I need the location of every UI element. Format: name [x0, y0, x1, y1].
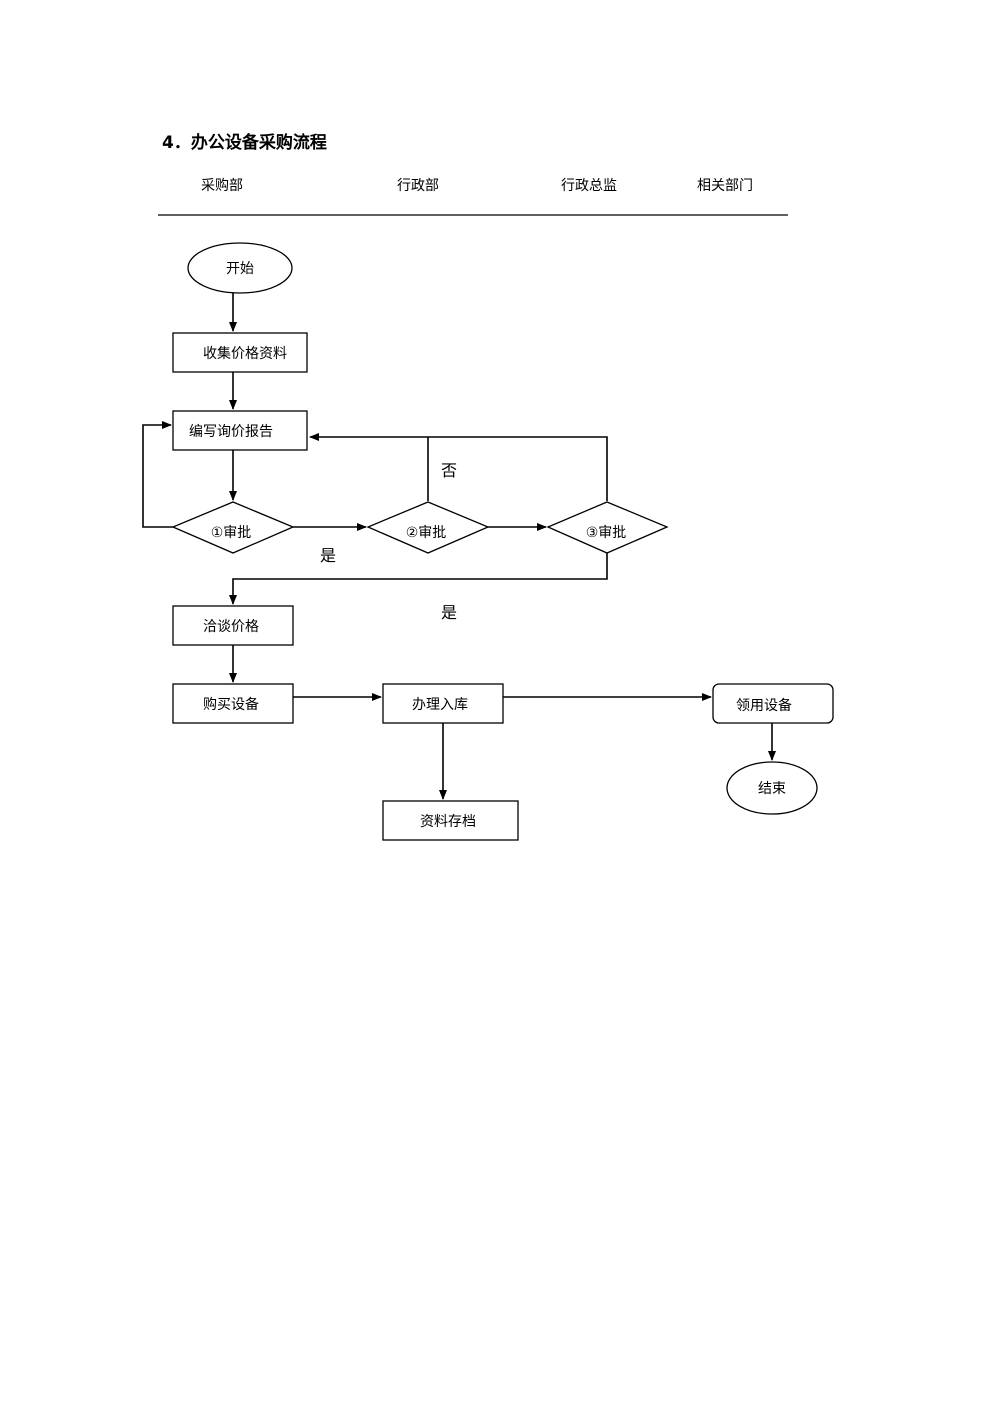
- receive-label: 领用设备: [736, 697, 792, 714]
- collect-price-node: 收集价格资料: [172, 332, 308, 373]
- approve1-label: ①审批: [211, 525, 252, 541]
- approve3-node: ③审批: [546, 501, 669, 554]
- column-header-admin-director: 行政总监: [561, 178, 617, 194]
- arrow-approve3-to-negotiate: [229, 553, 608, 605]
- start-node: 开始: [187, 242, 293, 294]
- receive-node: 领用设备: [712, 683, 834, 724]
- arrow-approve3-reject-to-report: [309, 433, 608, 501]
- arrow-approve1-reject-loop: [142, 421, 173, 528]
- purchase-label: 购买设备: [203, 696, 259, 713]
- end-node-label: 结束: [758, 781, 786, 797]
- connectors: [142, 293, 776, 800]
- approve2-node: ②审批: [366, 501, 490, 554]
- storage-node: 办理入库: [382, 683, 504, 724]
- column-header-admin: 行政部: [397, 178, 439, 194]
- end-node: 结束: [726, 761, 818, 815]
- document-title: 4．办公设备采购流程: [162, 133, 327, 153]
- edge-label-yes-2: 是: [441, 603, 457, 622]
- collect-price-label: 收集价格资料: [203, 345, 287, 362]
- column-header-related-dept: 相关部门: [697, 178, 753, 194]
- negotiate-node: 洽谈价格: [172, 605, 294, 646]
- approve1-node: ①审批: [171, 501, 295, 554]
- approve3-label: ③审批: [586, 525, 627, 541]
- storage-label: 办理入库: [412, 697, 468, 713]
- edge-label-yes-1: 是: [320, 546, 336, 565]
- approve2-label: ②审批: [406, 525, 447, 541]
- write-report-node: 编写询价报告: [172, 410, 308, 451]
- column-header-procurement: 采购部: [201, 178, 243, 194]
- start-node-label: 开始: [226, 261, 254, 277]
- purchase-node: 购买设备: [172, 683, 294, 724]
- edge-label-no: 否: [441, 461, 457, 480]
- archive-node: 资料存档: [382, 800, 519, 841]
- negotiate-label: 洽谈价格: [203, 619, 259, 635]
- archive-label: 资料存档: [420, 814, 476, 830]
- write-report-label: 编写询价报告: [189, 424, 273, 440]
